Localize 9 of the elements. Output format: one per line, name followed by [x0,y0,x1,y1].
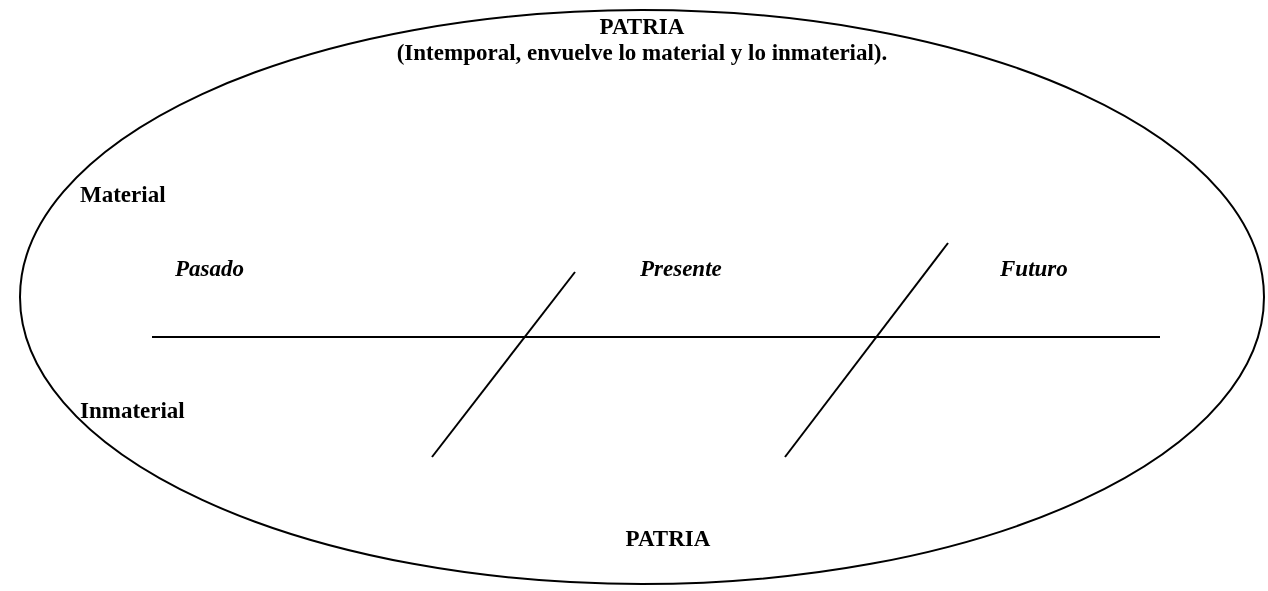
ellipse-region [18,8,1266,586]
bottom-label: PATRIA [625,526,711,552]
heading: PATRIA [599,14,685,40]
period-label: Pasado [175,256,244,282]
period-label: Futuro [1000,256,1068,282]
side-label: Inmaterial [80,398,185,424]
subheading: (Intemporal, envuelve lo material y lo inmaterial). [396,40,888,66]
side-label: Material [80,182,166,208]
period-label: Presente [640,256,722,282]
